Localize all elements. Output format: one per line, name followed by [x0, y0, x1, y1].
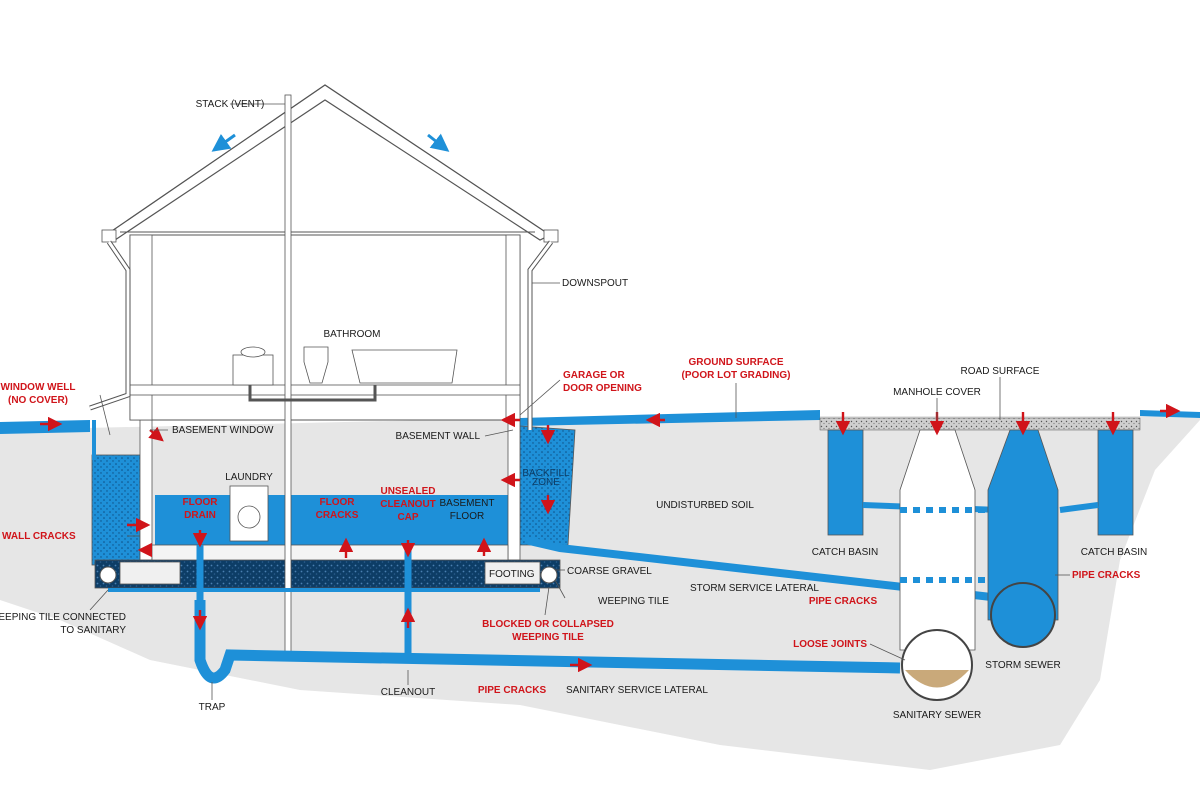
label-cleanout: CLEANOUT [381, 687, 435, 698]
label-blocked-tile: BLOCKED OR COLLAPSED [482, 619, 614, 630]
bathtub [351, 349, 458, 384]
label-garage: GARAGE OR [563, 370, 625, 381]
downspout-right [527, 240, 553, 430]
sanitary-sewer-pipe [901, 629, 973, 701]
label-backfill: BACKFILL [522, 468, 570, 479]
label-pipe-cracks-sewer: PIPE CRACKS [1072, 570, 1141, 581]
ground-surface-water [0, 410, 1200, 434]
label-pipe-cracks-storm: PIPE CRACKS [809, 596, 878, 607]
label-undisturbed-soil: UNDISTURBED SOIL [656, 500, 754, 511]
label-catch-basin-left: CATCH BASIN [812, 547, 879, 558]
label-floor-cracks: FLOOR [320, 497, 356, 508]
label-floor-drain-sub: DRAIN [184, 510, 216, 521]
label-laundry: LAUNDRY [225, 472, 273, 483]
stack-vent [284, 94, 292, 656]
weeping-tile-right [540, 566, 558, 584]
label-basement-wall: BASEMENT WALL [396, 431, 481, 442]
label-window-well: WINDOW WELL [1, 382, 76, 393]
downspout-left [89, 240, 131, 411]
label-basement-window: BASEMENT WINDOW [172, 425, 274, 436]
catch-basin-right [1097, 429, 1134, 536]
label-storm-sewer: STORM SEWER [985, 660, 1060, 671]
label-weeping-tile: WEEPING TILE [598, 596, 669, 607]
label-sanitary-lateral: SANITARY SERVICE LATERAL [566, 685, 708, 696]
label-ground-surface-sub: (POOR LOT GRADING) [682, 370, 791, 381]
label-bathroom: BATHROOM [323, 329, 380, 340]
label-manhole-cover: MANHOLE COVER [893, 387, 981, 398]
basement-wall-right [507, 419, 521, 561]
sanitary-lateral-pipe [194, 600, 901, 684]
catch-basin-left [827, 429, 864, 536]
label-storm-lateral: STORM SERVICE LATERAL [690, 583, 819, 594]
label-basement-floor: BASEMENT [439, 498, 494, 509]
storm-sewer-pipe [990, 582, 1056, 648]
label-cleanout-cap-2: CLEANOUT [380, 499, 436, 510]
basement-wall-left [139, 419, 153, 561]
label-garage-sub: DOOR OPENING [563, 383, 642, 394]
label-cleanout-cap-3: CAP [397, 512, 418, 523]
label-downspout: DOWNSPOUT [562, 278, 628, 289]
roof-runoff-arrow-right [427, 133, 450, 152]
label-blocked-tile-sub: WEEPING TILE [512, 632, 584, 643]
basement-floor-slab [151, 544, 509, 562]
label-pipe-cracks-sanitary: PIPE CRACKS [478, 685, 547, 696]
label-stack-vent: STACK (VENT) [196, 99, 265, 110]
label-floor-drain: FLOOR [183, 497, 219, 508]
label-basement-floor-sub: FLOOR [450, 511, 484, 522]
label-loose-joints: LOOSE JOINTS [793, 639, 867, 650]
label-weeping-sanitary-sub: TO SANITARY [60, 625, 126, 636]
weeping-tile-left [99, 566, 117, 584]
storm-sewer-shaft [987, 429, 1059, 621]
storm-lateral-pipe [524, 536, 1001, 602]
label-wall-cracks: WALL CRACKS [2, 531, 76, 542]
footing-left [119, 561, 181, 585]
leader-lines [89, 103, 1070, 700]
label-floor-cracks-sub: CRACKS [316, 510, 359, 521]
label-road-surface: ROAD SURFACE [961, 366, 1040, 377]
window-well [91, 454, 141, 566]
label-footing: FOOTING [489, 569, 535, 580]
roof [104, 84, 552, 241]
gutter-right [543, 229, 559, 243]
infiltration-arrows [40, 403, 1181, 673]
label-catch-basin-right: CATCH BASIN [1081, 547, 1148, 558]
label-coarse-gravel: COARSE GRAVEL [567, 566, 652, 577]
label-trap: TRAP [199, 702, 226, 713]
main-floor [129, 384, 521, 396]
label-backfill-sub: ZONE [532, 477, 560, 488]
manhole-shaft [899, 429, 976, 651]
sink [232, 354, 274, 386]
label-window-well-sub: (NO COVER) [8, 395, 68, 406]
footing-right [484, 561, 541, 585]
label-sanitary-sewer: SANITARY SEWER [893, 710, 981, 721]
road-surface [819, 417, 1141, 431]
toilet [303, 346, 329, 384]
label-cleanout-cap: UNSEALED [380, 486, 435, 497]
roof-runoff-arrow-left [211, 133, 236, 152]
label-weeping-sanitary: WEEPING TILE CONNECTED [0, 612, 126, 623]
label-ground-surface: GROUND SURFACE [688, 357, 783, 368]
gutter-left [101, 229, 117, 243]
